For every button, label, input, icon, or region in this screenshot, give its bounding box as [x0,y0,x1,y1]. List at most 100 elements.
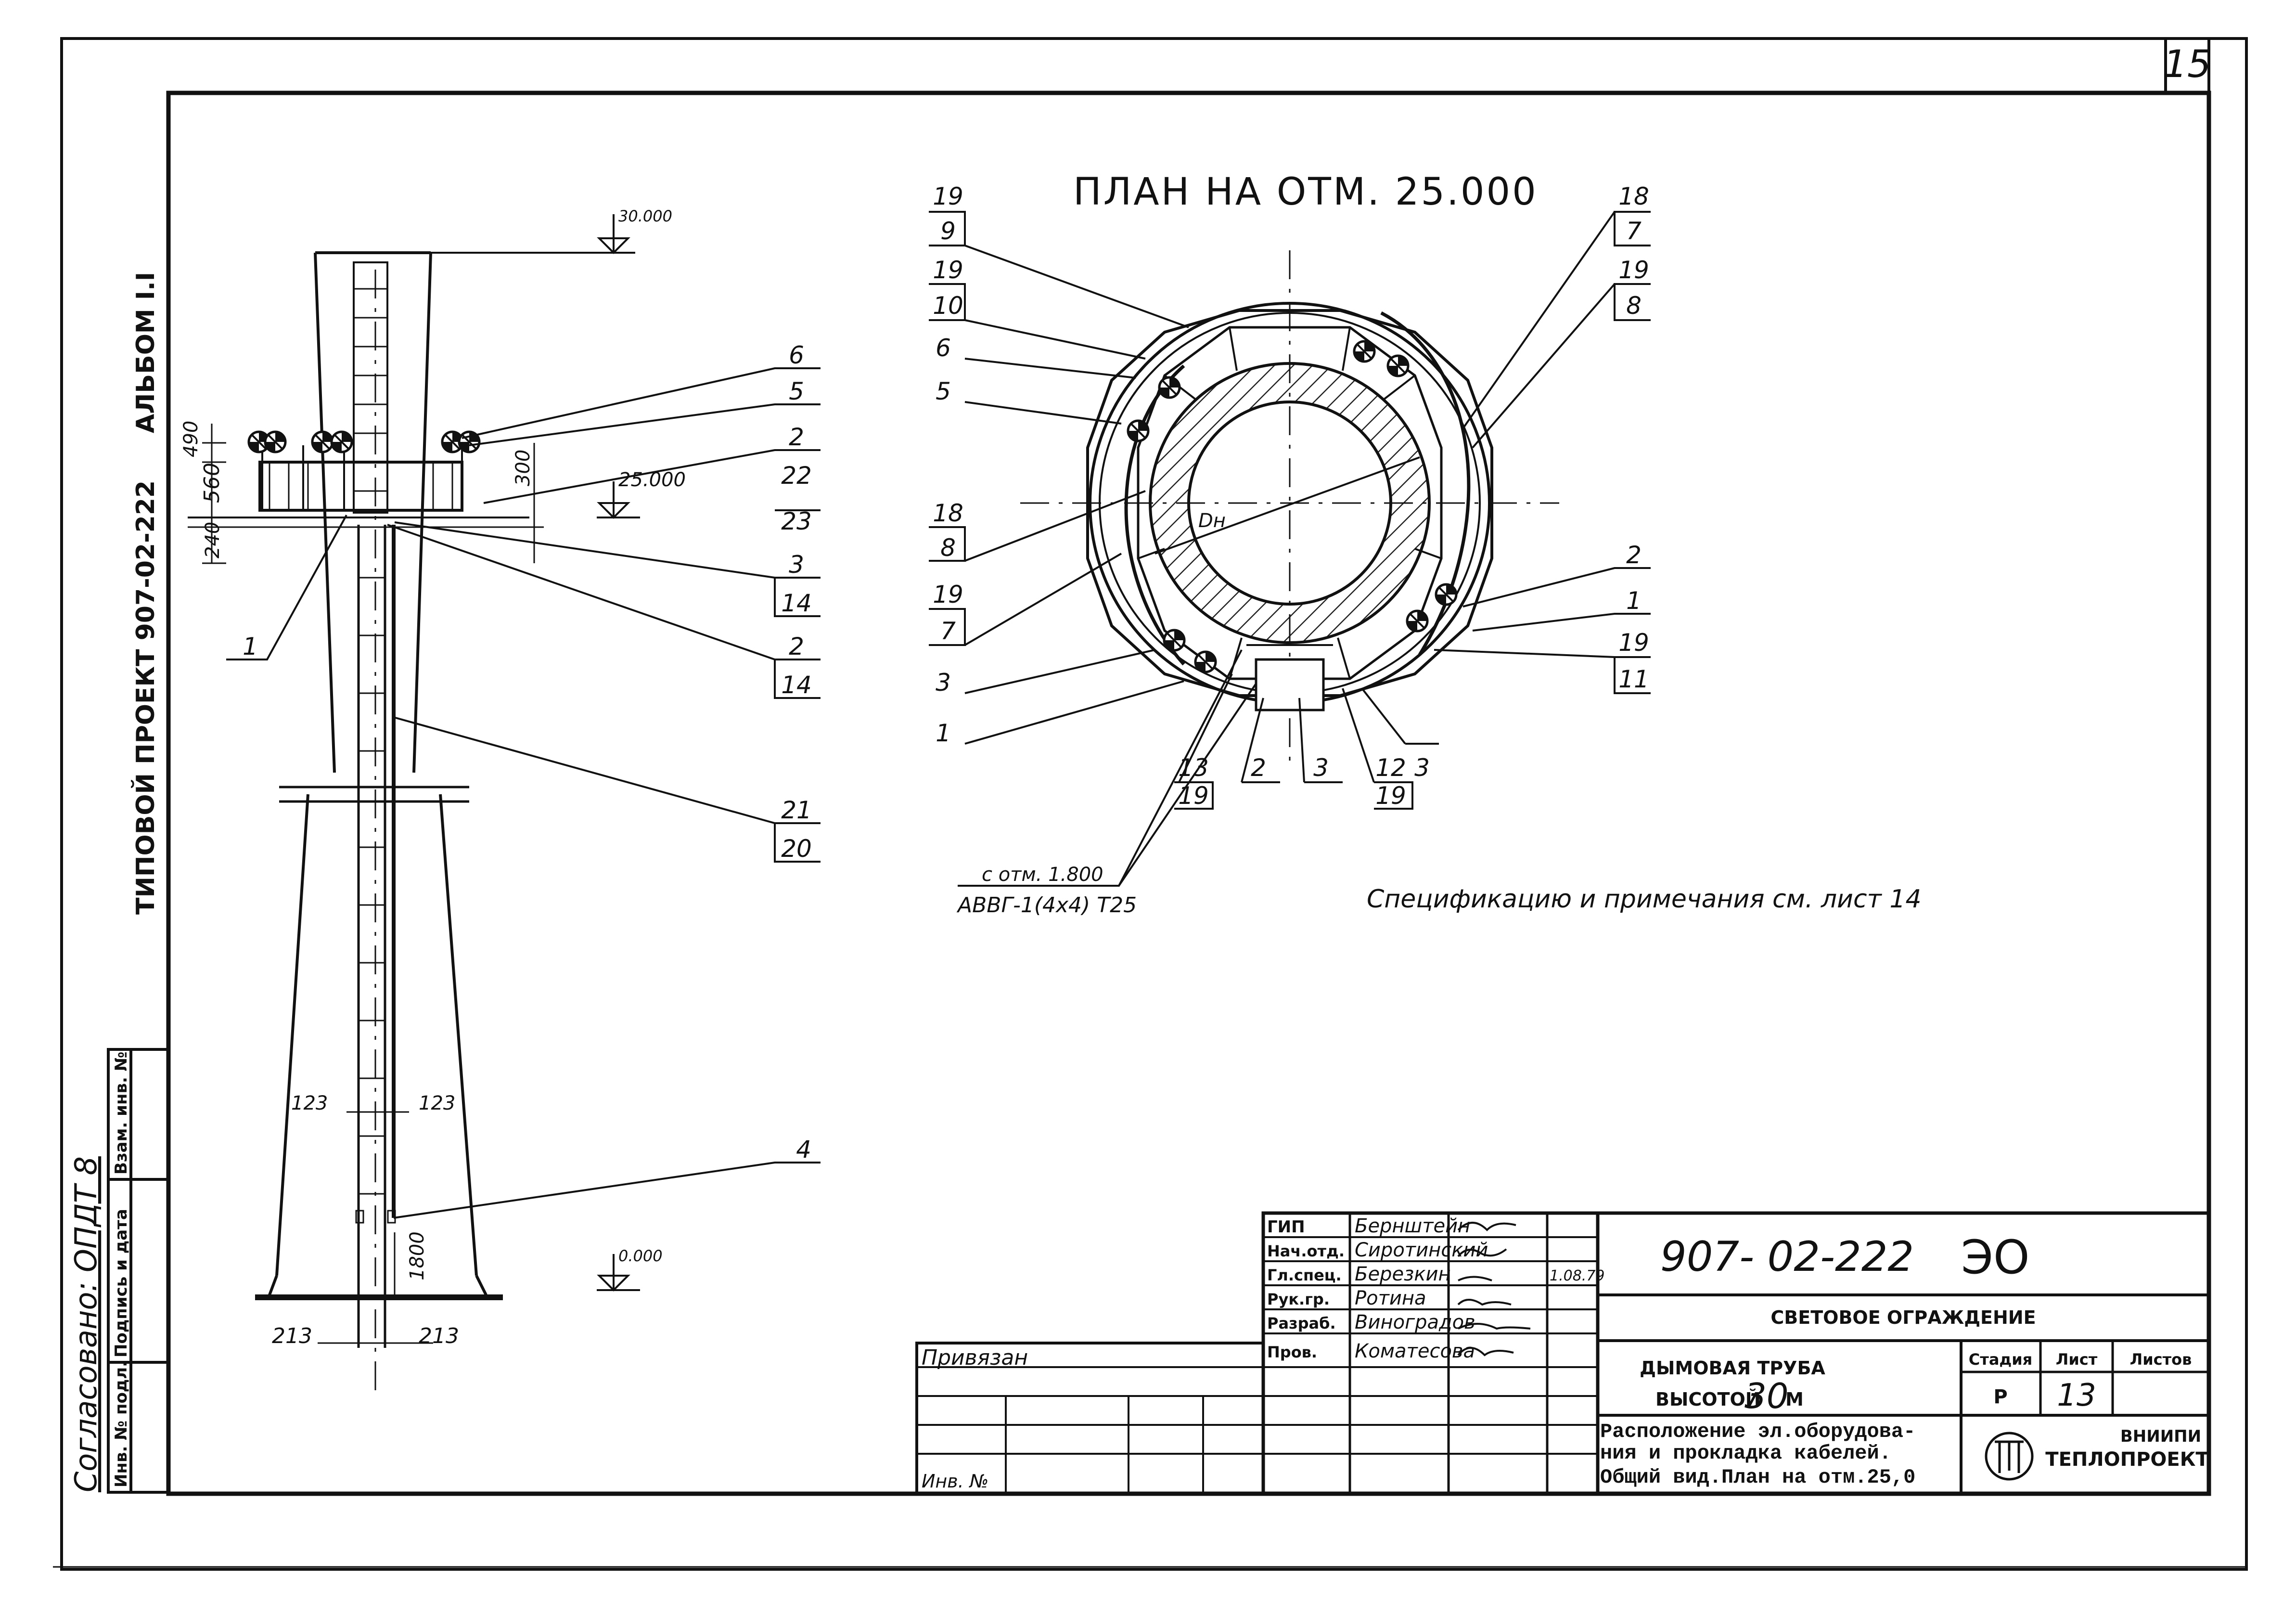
plan-leader-b1-den: 19 [1178,782,1209,810]
plan-leader-l7: 3 [936,669,951,697]
sheet-header: Лист [2056,1350,2098,1369]
role-rukgr: Рук.гр. [1267,1290,1330,1308]
chimney-elevation [188,251,544,1396]
role-prov: Пров. [1267,1343,1317,1361]
desc-line1: Расположение эл.оборудова- [1600,1420,1915,1443]
elevation-marks [431,214,640,1292]
name-prov: Коматесова [1355,1340,1475,1362]
name-razrab: Виноградов [1355,1311,1475,1333]
plan-leader-l4: 5 [936,377,951,405]
elev-leader-2: 2 [789,423,804,451]
dim-560: 560 [200,463,224,503]
plan-leader-l1-den: 9 [940,217,956,245]
plan-leader-b4-num: 12 [1375,754,1406,782]
name-rukgr: Ротина [1355,1287,1426,1309]
plan-leader-l2-num: 19 [933,256,963,284]
project-side-label: ТИПОВОЙ ПРОЕКТ 907-02-222 [131,480,160,915]
plan-leader-b3: 3 [1313,754,1329,782]
object-line1: ДЫМОВАЯ ТРУБА [1640,1357,1825,1379]
elev-leader-5: 5 [789,377,804,405]
plan-leader-r1-den: 7 [1626,217,1642,245]
plan-leader-l5-num: 18 [933,499,963,527]
side-stamp-col3: Взам. инв. № [112,1051,131,1175]
plan-leader-r2-num: 19 [1618,256,1649,284]
sheet-corner-number: 15 [2163,43,2211,86]
org-name1: ВНИИПИ [2120,1427,2201,1446]
elev-leader-23: 23 [781,507,812,535]
plan-leader-lines [929,211,1651,887]
elevation-top-mark: 30.000 [618,207,672,225]
dim-490: 490 [180,421,202,457]
dim-213-left: 213 [272,1324,312,1348]
plan-leader-b4-den: 19 [1375,782,1406,810]
elev-leader-22: 22 [781,462,812,490]
elev-leader-14b: 14 [781,671,812,699]
plan-leader-b1-num: 13 [1178,754,1209,782]
role-razrab: Разраб. [1267,1314,1336,1332]
side-stamp-col1: Инв. № подл. [112,1361,131,1487]
desc-line2: ния и прокладка кабелей. [1600,1442,1891,1465]
org-logo [1985,1432,2034,1481]
org-name2: ТЕПЛОПРОЕКТ [2045,1448,2209,1471]
sheets-header: Листов [2130,1350,2192,1369]
elev-leader-1: 1 [243,633,258,660]
role-glspec: Гл.спец. [1267,1266,1342,1284]
plan-leader-r3: 2 [1626,541,1642,569]
plan-dn-label: Dн [1198,510,1226,532]
elev-leader-14a: 14 [781,589,812,617]
sheet-value: 13 [2057,1378,2096,1413]
plan-leader-b2: 2 [1251,754,1266,782]
object-line2-post: М [1785,1389,1804,1410]
plan-leader-l3: 6 [936,334,951,362]
object-height: 30 [1744,1376,1789,1416]
elev-leader-4: 4 [796,1136,811,1163]
dim-213-right: 213 [419,1324,459,1348]
elev-leader-6: 6 [789,341,804,369]
elevation-ground-mark: 0.000 [618,1247,663,1265]
plan-leader-l2-den: 10 [933,292,963,320]
plan-leader-b5: 3 [1414,754,1430,782]
doc-suffix: ЭО [1961,1230,2030,1284]
plan-leader-l6-den: 7 [940,617,956,645]
system-title: СВЕТОВОЕ ОГРАЖДЕНИЕ [1770,1307,2036,1328]
plan-leader-r5-num: 19 [1618,629,1649,657]
plan-leader-r1-num: 18 [1618,182,1649,210]
name-glspec: Березкин [1355,1263,1451,1285]
plan-leader-r4: 1 [1626,587,1642,615]
elev-leader-2b: 2 [789,633,804,660]
cable-note-line2: АВВГ-1(4х4) Т25 [956,893,1137,918]
name-gip: Бернштейн [1355,1215,1470,1237]
plan-leader-r5-den: 11 [1618,665,1649,693]
stage-header: Стадия [1969,1350,2032,1369]
dim-123-left: 123 [291,1092,328,1114]
plan-leader-l8: 1 [936,719,951,747]
agreed-stamp: Согласовано: ОПДТ 8 [68,1156,103,1492]
elev-leader-3: 3 [789,551,804,579]
plan-title: ПЛАН НА ОТМ. 25.000 [1073,170,1538,214]
cable-note-line1: с отм. 1.800 [982,864,1103,886]
sign-date: 1.08.79 [1550,1267,1605,1284]
side-stamp-table [107,1048,170,1494]
signatures [1457,1222,1531,1357]
role-nach: Нач.отд. [1267,1242,1345,1260]
elevation-leader-lines [226,367,821,1219]
elev-leader-20: 20 [781,835,812,863]
plan-view [1020,250,1559,761]
plan-leader-l1-num: 19 [933,182,963,210]
title-block-grid [915,1211,2211,1496]
dim-1800: 1800 [406,1231,428,1280]
desc-line3: Общий вид.План на отм.25,0 [1600,1466,1915,1489]
dim-240: 240 [202,522,224,558]
dim-123-right: 123 [419,1092,455,1114]
album-side-label: АЛЬБОМ I.I [131,272,160,433]
side-stamp-col2: Подпись и дата [112,1209,131,1357]
spec-note: Спецификацию и примечания см. лист 14 [1367,885,1922,914]
privyazan-label: Привязан [922,1345,1028,1370]
object-line2-pre: ВЫСОТОЙ [1655,1389,1761,1410]
dim-300: 300 [512,450,534,486]
doc-code: 907- 02-222 [1660,1233,1914,1281]
inv-label: Инв. № [922,1471,988,1492]
stage-value: Р [1993,1386,2007,1408]
plan-leader-l6-num: 19 [933,581,963,608]
